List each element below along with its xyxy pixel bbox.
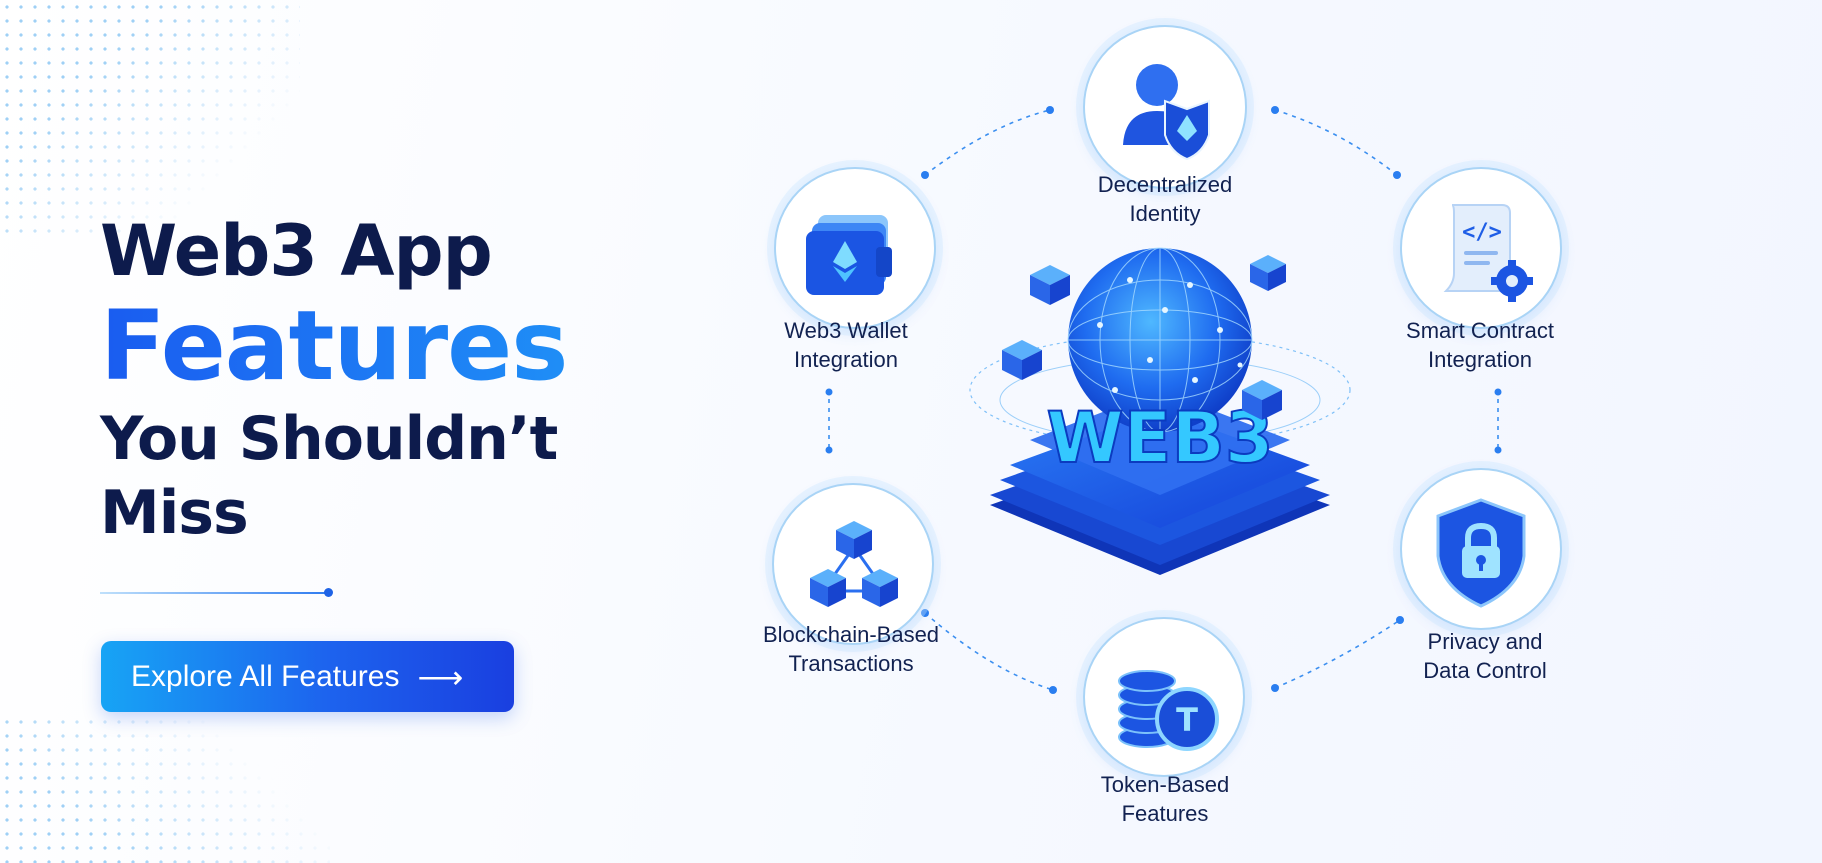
- feature-title-line-2: Identity: [1129, 201, 1201, 226]
- web3-hub-illustration: WEB3: [969, 247, 1351, 575]
- privacy-data-control-node: [1400, 468, 1562, 630]
- dot-pattern-top: [0, 0, 300, 240]
- smart-contract-label: Smart Contract Integration: [1360, 316, 1600, 374]
- explore-features-label: Explore All Features: [131, 659, 400, 693]
- headline-line-4: Miss: [100, 478, 249, 548]
- decentralized-identity-label: Decentralized Identity: [1045, 170, 1285, 228]
- arrow-right-icon: ⟶: [417, 658, 464, 695]
- feature-title-line-2: Data Control: [1423, 658, 1547, 683]
- svg-text:T: T: [1176, 701, 1198, 739]
- privacy-data-control-label: Privacy and Data Control: [1365, 627, 1605, 685]
- user-shield-icon: [1123, 64, 1210, 161]
- explore-features-button[interactable]: Explore All Features ⟶: [101, 641, 514, 712]
- feature-title-line-2: Integration: [1428, 347, 1532, 372]
- feature-title-line-1: Smart Contract: [1406, 318, 1554, 343]
- dot-pattern-bottom: [0, 715, 330, 863]
- decentralized-identity-node: [1083, 25, 1247, 189]
- headline: Web3 App Features You Shouldn’t Miss: [100, 208, 568, 550]
- web3-wallet-label: Web3 Wallet Integration: [726, 316, 966, 374]
- feature-title-line-1: Privacy and: [1427, 629, 1543, 654]
- token-features-node: T: [1083, 617, 1245, 777]
- shield-lock-icon: [1436, 498, 1526, 608]
- divider-dot: [324, 588, 333, 597]
- token-features-label: Token-Based Features: [1045, 770, 1285, 828]
- feature-title-line-2: Transactions: [788, 651, 914, 676]
- headline-line-3: You Shouldn’t: [100, 404, 558, 474]
- web3-wallet-node: [774, 167, 936, 329]
- coin-stack-icon: T: [1118, 670, 1219, 751]
- connected-blocks-icon: [810, 521, 898, 607]
- svg-text:WEB3: WEB3: [1046, 397, 1273, 479]
- svg-text:</>: </>: [1462, 220, 1502, 245]
- headline-line-1: Web3 App: [100, 210, 493, 292]
- feature-title-line-1: Blockchain-Based: [762, 622, 940, 647]
- smart-contract-node: </>: [1400, 167, 1562, 329]
- blockchain-transactions-node: [772, 483, 934, 645]
- ethereum-wallet-icon: [806, 215, 892, 295]
- headline-divider: [100, 592, 328, 594]
- feature-title-line-1: Web3 Wallet: [784, 318, 908, 343]
- blockchain-transactions-label: Blockchain-Based Transactions: [731, 620, 971, 678]
- feature-title-line-2: Features: [1121, 801, 1209, 826]
- headline-line-2: Features: [100, 290, 568, 402]
- feature-title-line-2: Integration: [794, 347, 898, 372]
- feature-title-line-1: Decentralized: [1097, 172, 1233, 197]
- code-document-gear-icon: </>: [1443, 204, 1533, 302]
- feature-title-line-1: Token-Based: [1100, 772, 1230, 797]
